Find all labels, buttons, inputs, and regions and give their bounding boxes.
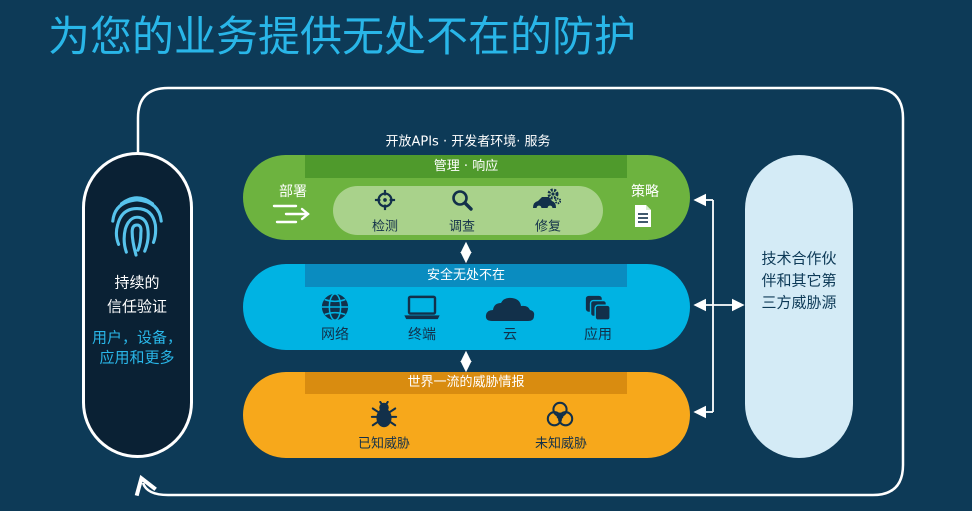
threat-intelligence-header: 世界一流的威胁情报 xyxy=(305,372,627,394)
policy-label: 策略 xyxy=(631,184,659,200)
right-pill-line-3: 三方威胁源 xyxy=(761,293,837,312)
detect-label: 检测 xyxy=(371,219,399,235)
repair-gears-icon xyxy=(531,187,561,211)
application-label: 应用 xyxy=(584,327,612,343)
partners-pill xyxy=(745,155,853,458)
security-everywhere-header: 安全无处不在 xyxy=(305,264,627,287)
continuous-trust-pill xyxy=(82,152,193,458)
deploy-arrow-icon xyxy=(272,203,312,225)
cloud-label: 云 xyxy=(503,327,517,343)
cloud-icon xyxy=(484,295,536,323)
endpoint-label: 终端 xyxy=(408,327,436,343)
fingerprint-icon xyxy=(106,192,168,258)
crosshair-icon xyxy=(374,189,396,211)
left-pill-sub-2: 应用和更多 xyxy=(99,348,175,367)
feedback-loop-outline xyxy=(134,86,905,497)
left-pill-line-1: 持续的 xyxy=(114,273,160,292)
page-title: 为您的业务提供无处不在的防护 xyxy=(48,12,637,61)
unknown-threats-label: 未知威胁 xyxy=(534,436,588,452)
network-label: 网络 xyxy=(321,327,349,343)
globe-icon xyxy=(320,292,350,322)
document-icon xyxy=(634,204,652,228)
left-pill-sub-1: 用户，设备， xyxy=(91,328,183,347)
api-label: 开放APIs · 开发者环境· 服务 xyxy=(385,134,551,150)
right-pill-line-2: 伴和其它第 xyxy=(761,271,837,290)
known-threats-label: 已知威胁 xyxy=(357,436,411,452)
investigate-label: 调查 xyxy=(448,219,476,235)
deploy-label: 部署 xyxy=(279,184,307,200)
repair-label: 修复 xyxy=(534,219,562,235)
management-response-header: 管理 · 响应 xyxy=(305,155,627,178)
left-pill-line-2: 信任验证 xyxy=(106,297,168,316)
right-pill-line-1: 技术合作伙 xyxy=(761,249,837,268)
magnifier-icon xyxy=(450,188,474,212)
biohazard-icon xyxy=(545,400,575,430)
bug-icon xyxy=(370,401,398,429)
laptop-icon xyxy=(403,295,441,321)
app-layers-icon xyxy=(584,294,612,322)
